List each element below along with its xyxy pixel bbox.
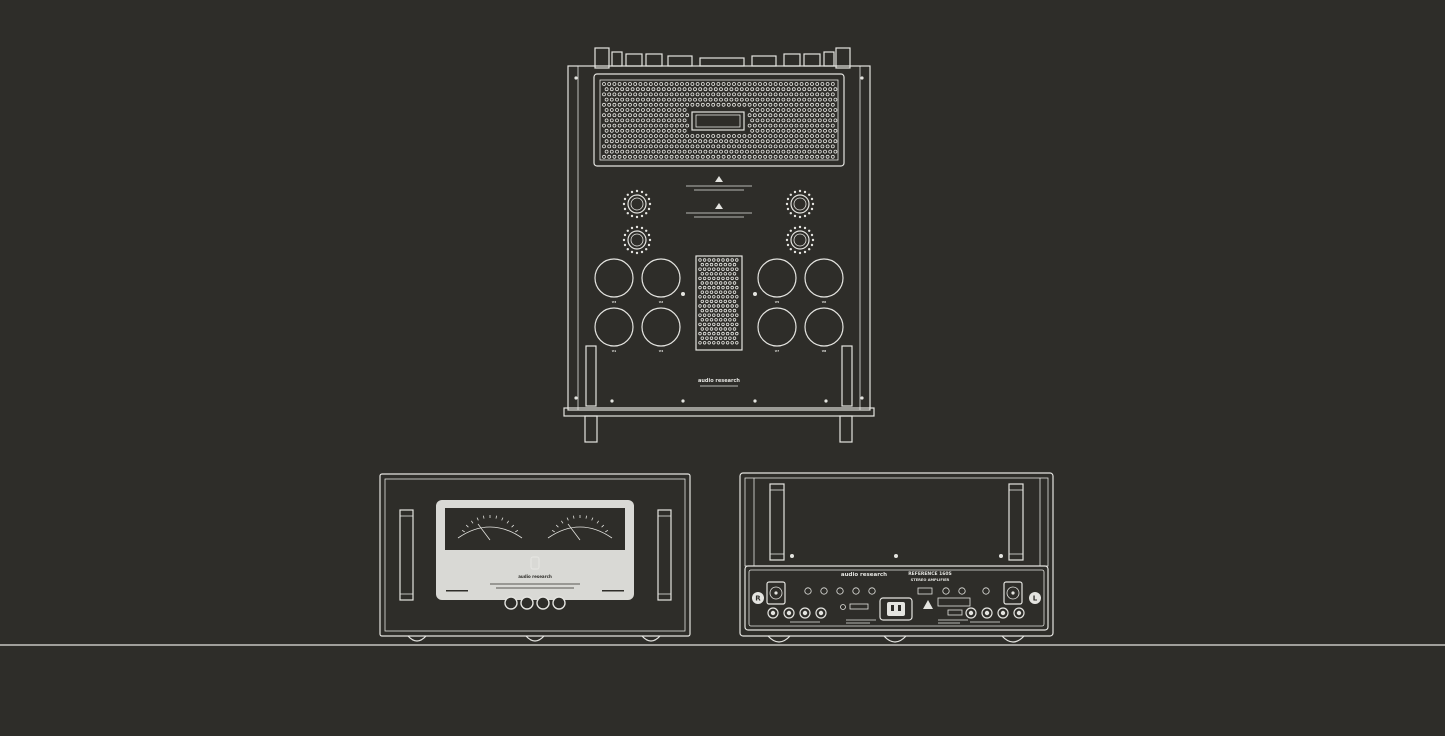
power-tube-socket: V5 — [757, 258, 797, 304]
warning-icon — [923, 600, 933, 609]
top-grille — [593, 73, 845, 167]
tube-label: V3 — [612, 300, 616, 304]
front-handle-right — [657, 509, 672, 601]
center-vent — [695, 255, 743, 351]
front-handle-left — [399, 509, 414, 601]
rear-view: audio research REFERENCE 160S STEREO AMP… — [739, 472, 1054, 643]
top-view-center-marks — [686, 176, 752, 218]
channel-badge-right: R — [752, 592, 764, 604]
tube-label: V7 — [775, 349, 779, 353]
rear-brand-label: audio research — [841, 572, 887, 578]
rear-handle-right — [1008, 483, 1024, 561]
top-grille-badge — [691, 111, 745, 131]
power-tube-socket: V2 — [641, 258, 681, 304]
tube-label: V4 — [659, 349, 663, 353]
rear-panel — [744, 565, 1049, 631]
power-tube-socket: V8 — [804, 307, 844, 353]
front-knob-4 — [552, 596, 566, 610]
power-tube-socket: V4 — [641, 307, 681, 353]
rear-handle-left — [769, 483, 785, 561]
tube-label: V1 — [612, 349, 616, 353]
front-knob-2 — [520, 596, 534, 610]
svg-text:R: R — [755, 595, 761, 603]
tube-label: V6 — [822, 300, 826, 304]
top-handle-right — [841, 345, 853, 407]
speaker-terminals — [767, 607, 1025, 619]
small-tube-sockets — [622, 189, 815, 255]
top-view-chassis — [567, 65, 871, 411]
power-tube-socket: V6 — [804, 258, 844, 304]
top-view-connectors — [594, 47, 851, 69]
front-logo — [530, 556, 540, 570]
small-tube-socket — [622, 189, 652, 219]
front-view: audio research — [379, 473, 691, 642]
svg-text:L: L — [1033, 595, 1038, 603]
rear-model-sub-label: STEREO AMPLIFIER — [911, 578, 950, 582]
power-inlet — [879, 597, 913, 621]
top-brand-label: audio research — [698, 378, 740, 384]
rear-model-label: REFERENCE 160S — [908, 571, 952, 577]
top-grille-perforation — [602, 82, 838, 159]
channel-badge-left: L — [1029, 592, 1041, 604]
small-tube-socket — [785, 189, 815, 219]
xlr-input-left — [1003, 581, 1023, 605]
power-tube-socket: V7 — [757, 307, 797, 353]
xlr-input-right — [766, 581, 786, 605]
meter-window — [445, 508, 625, 550]
tube-label: V8 — [822, 349, 826, 353]
tube-label: V5 — [775, 300, 779, 304]
tube-label: V2 — [659, 300, 663, 304]
front-knob-3 — [536, 596, 550, 610]
meter-right — [547, 523, 613, 541]
front-view-chassis — [379, 473, 691, 637]
rear-small-controls — [804, 587, 990, 610]
front-brand-label: audio research — [518, 574, 552, 579]
top-handle-left — [585, 345, 597, 407]
front-knob-1 — [504, 596, 518, 610]
small-tube-socket — [622, 225, 652, 255]
power-tube-socket: V1 — [594, 307, 634, 353]
rear-view-chassis — [739, 472, 1054, 637]
top-view-base — [563, 407, 875, 417]
small-tube-socket — [785, 225, 815, 255]
front-knobs — [504, 596, 566, 610]
power-tube-socket: V3 — [594, 258, 634, 304]
meter-left — [457, 523, 523, 541]
